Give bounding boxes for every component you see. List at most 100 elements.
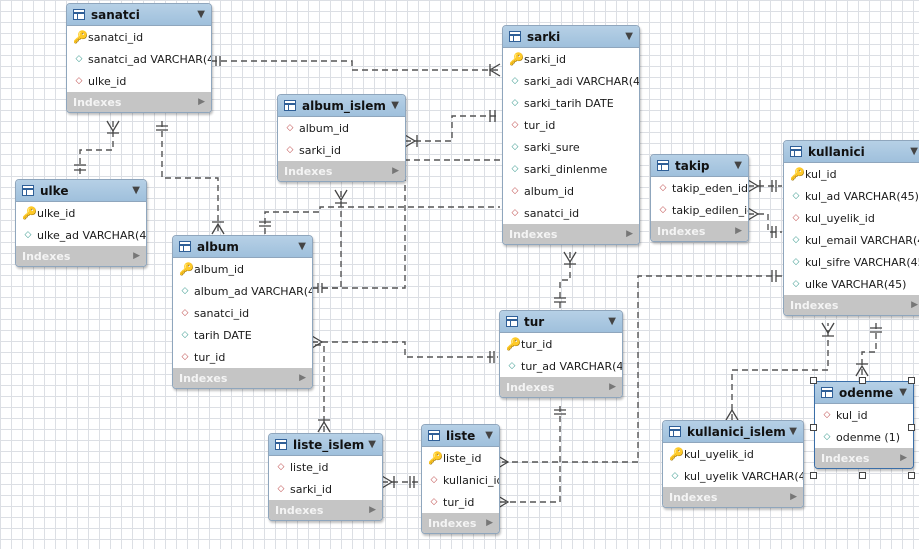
column-row[interactable]: ◇album_id [503,180,639,202]
table-tur[interactable]: tur▼🔑tur_id◇tur_ad VARCHAR(45)Indexes▶ [499,310,623,398]
resize-handle-tm[interactable] [859,377,866,384]
collapse-arrow-icon[interactable]: ▼ [298,241,306,252]
resize-handle-tl[interactable] [810,377,817,384]
column-row[interactable]: ◇sarki_dinlenme [503,158,639,180]
column-row[interactable]: ◇kul_uyelik_id [784,207,919,229]
table-header[interactable]: kullanici_islem▼ [663,421,803,443]
column-row[interactable]: ◇sarki_id [269,478,382,500]
expand-arrow-icon[interactable]: ▶ [486,518,493,528]
column-row[interactable]: ◇liste_id [269,456,382,478]
expand-arrow-icon[interactable]: ▶ [609,382,616,392]
column-row[interactable]: ◇sanatci_ad VARCHAR(45) [67,48,211,70]
table-header[interactable]: album▼ [173,236,312,258]
collapse-arrow-icon[interactable]: ▼ [485,430,493,441]
expand-arrow-icon[interactable]: ▶ [198,97,205,107]
resize-handle-tr[interactable] [908,377,915,384]
collapse-arrow-icon[interactable]: ▼ [608,316,616,327]
collapse-arrow-icon[interactable]: ▼ [391,100,399,111]
table-sarki[interactable]: sarki▼🔑sarki_id◇sarki_adi VARCHAR(45)◇sa… [502,25,640,245]
column-row[interactable]: 🔑kul_id [784,163,919,185]
indexes-section[interactable]: Indexes▶ [663,487,803,507]
column-row[interactable]: ◇sanatci_id [503,202,639,224]
column-row[interactable]: ◇ulke_ad VARCHAR(45) [16,224,146,246]
table-header[interactable]: tur▼ [500,311,622,333]
column-row[interactable]: ◇odenme (1) [815,426,913,448]
column-row[interactable]: ◇sarki_tarih DATE [503,92,639,114]
collapse-arrow-icon[interactable]: ▼ [368,439,376,450]
resize-handle-br[interactable] [908,472,915,479]
table-header[interactable]: ulke▼ [16,180,146,202]
indexes-section[interactable]: Indexes▶ [278,161,405,181]
table-header[interactable]: takip▼ [651,155,748,177]
indexes-section[interactable]: Indexes▶ [500,377,622,397]
indexes-section[interactable]: Indexes▶ [16,246,146,266]
collapse-arrow-icon[interactable]: ▼ [132,185,140,196]
column-row[interactable]: ◇sanatci_id [173,302,312,324]
column-row[interactable]: ◇kul_id [815,404,913,426]
expand-arrow-icon[interactable]: ▶ [911,300,918,310]
collapse-arrow-icon[interactable]: ▼ [197,9,205,20]
column-row[interactable]: ◇sarki_id [278,139,405,161]
expand-arrow-icon[interactable]: ▶ [735,226,742,236]
column-row[interactable]: ◇kul_ad VARCHAR(45) [784,185,919,207]
column-row[interactable]: ◇kul_sifre VARCHAR(45) [784,251,919,273]
column-row[interactable]: ◇album_id [278,117,405,139]
column-row[interactable]: 🔑album_id [173,258,312,280]
column-row[interactable]: ◇album_ad VARCHAR(45) [173,280,312,302]
column-row[interactable]: ◇tur_id [173,346,312,368]
indexes-section[interactable]: Indexes▶ [815,448,913,468]
collapse-arrow-icon[interactable]: ▼ [899,387,907,398]
expand-arrow-icon[interactable]: ▶ [626,229,633,239]
collapse-arrow-icon[interactable]: ▼ [789,426,797,437]
table-header[interactable]: sanatci▼ [67,4,211,26]
indexes-section[interactable]: Indexes▶ [784,295,919,315]
column-row[interactable]: ◇sarki_sure [503,136,639,158]
collapse-arrow-icon[interactable]: ▼ [734,160,742,171]
column-row[interactable]: 🔑sanatci_id [67,26,211,48]
expand-arrow-icon[interactable]: ▶ [392,166,399,176]
column-row[interactable]: 🔑sarki_id [503,48,639,70]
column-row[interactable]: ◇tur_ad VARCHAR(45) [500,355,622,377]
column-row[interactable]: ◇tur_id [503,114,639,136]
column-row[interactable]: ◇kullanici_id [422,469,499,491]
indexes-section[interactable]: Indexes▶ [269,500,382,520]
column-row[interactable]: ◇sarki_adi VARCHAR(45) [503,70,639,92]
indexes-section[interactable]: Indexes▶ [422,513,499,533]
indexes-section[interactable]: Indexes▶ [651,221,748,241]
indexes-section[interactable]: Indexes▶ [503,224,639,244]
column-row[interactable]: ◇takip_eden_id [651,177,748,199]
resize-handle-ml[interactable] [810,424,817,431]
table-ulke[interactable]: ulke▼🔑ulke_id◇ulke_ad VARCHAR(45)Indexes… [15,179,147,267]
column-row[interactable]: ◇tarih DATE [173,324,312,346]
resize-handle-bl[interactable] [810,472,817,479]
indexes-section[interactable]: Indexes▶ [173,368,312,388]
resize-handle-mr[interactable] [908,424,915,431]
column-row[interactable]: ◇takip_edilen_id [651,199,748,221]
table-kullanici[interactable]: kullanici▼🔑kul_id◇kul_ad VARCHAR(45)◇kul… [783,140,919,316]
column-row[interactable]: 🔑liste_id [422,447,499,469]
expand-arrow-icon[interactable]: ▶ [790,492,797,502]
expand-arrow-icon[interactable]: ▶ [299,373,306,383]
resize-handle-bm[interactable] [859,472,866,479]
table-album[interactable]: album▼🔑album_id◇album_ad VARCHAR(45)◇san… [172,235,313,389]
table-odenme[interactable]: odenme▼◇kul_id◇odenme (1)Indexes▶ [814,381,914,469]
column-row[interactable]: ◇ulke_id [67,70,211,92]
table-header[interactable]: liste_islem▼ [269,434,382,456]
column-row[interactable]: 🔑tur_id [500,333,622,355]
table-kullanici-islem[interactable]: kullanici_islem▼🔑kul_uyelik_id◇kul_uyeli… [662,420,804,508]
column-row[interactable]: 🔑kul_uyelik_id [663,443,803,465]
table-header[interactable]: sarki▼ [503,26,639,48]
table-header[interactable]: kullanici▼ [784,141,919,163]
column-row[interactable]: ◇ulke VARCHAR(45) [784,273,919,295]
column-row[interactable]: ◇kul_uyelik VARCHAR(45) [663,465,803,487]
table-sanatci[interactable]: sanatci▼🔑sanatci_id◇sanatci_ad VARCHAR(4… [66,3,212,113]
indexes-section[interactable]: Indexes▶ [67,92,211,112]
table-header[interactable]: liste▼ [422,425,499,447]
expand-arrow-icon[interactable]: ▶ [133,251,140,261]
column-row[interactable]: 🔑ulke_id [16,202,146,224]
column-row[interactable]: ◇kul_email VARCHAR(45) [784,229,919,251]
column-row[interactable]: ◇tur_id [422,491,499,513]
